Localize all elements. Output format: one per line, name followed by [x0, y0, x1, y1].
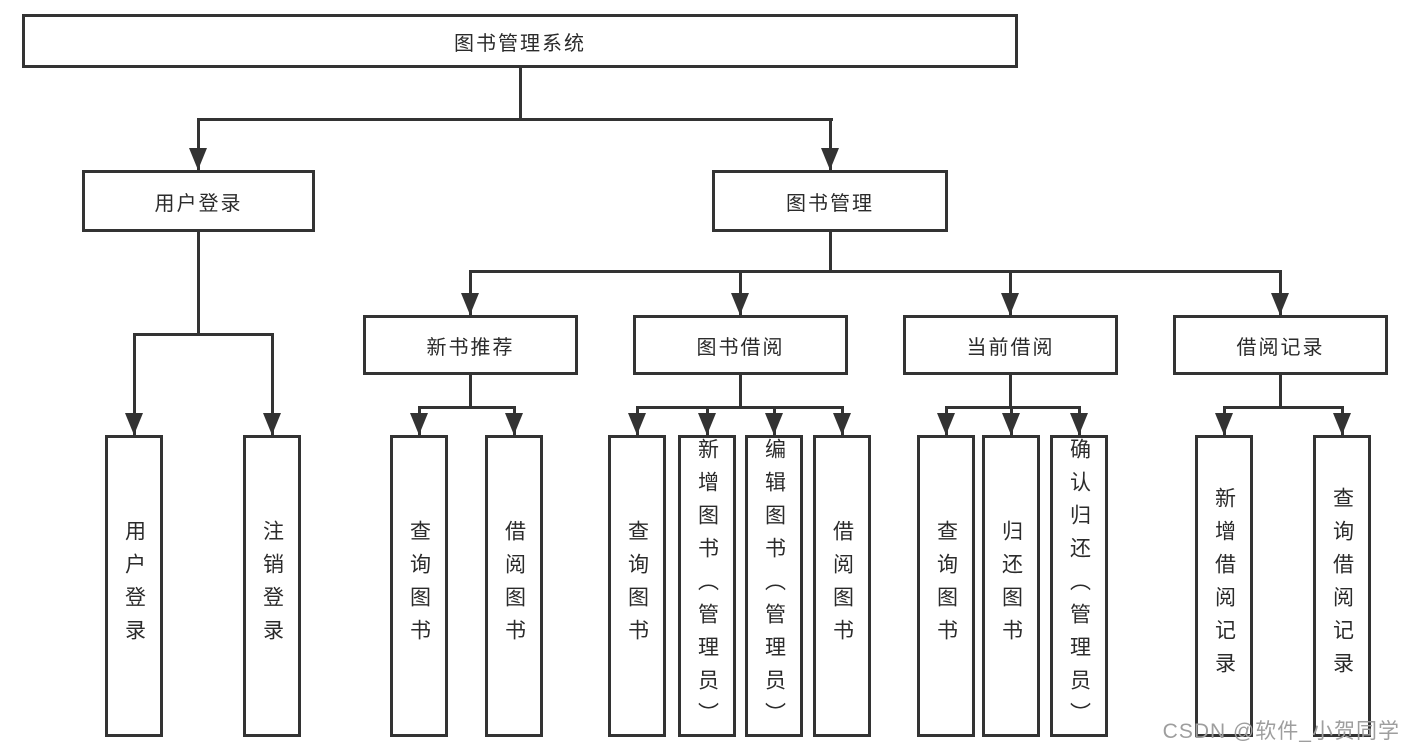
connector-user-stem — [197, 232, 200, 336]
node-library-system: 图书管理系统 — [22, 14, 1018, 68]
csdn-watermark: CSDN @软件_小贺同学 — [1162, 720, 1400, 743]
node-label: 查询图书 — [625, 520, 649, 652]
node-label: 新增图书（管理员） — [695, 438, 719, 735]
connector-user-rail — [133, 333, 274, 336]
arrow-down-icon — [765, 413, 783, 435]
node-label: 借阅图书 — [502, 520, 526, 652]
arrow-down-icon — [1070, 413, 1088, 435]
connector-stem — [469, 375, 472, 409]
connector-rail — [418, 406, 516, 409]
connector-rail — [636, 406, 844, 409]
node-new-book-recommend: 新书推荐 — [363, 315, 578, 375]
connector-stem — [1279, 375, 1282, 409]
connector-rail — [945, 406, 1081, 409]
leaf-query-books: 查询图书 — [390, 435, 448, 737]
connector-drop-book-management — [829, 118, 832, 170]
arrow-down-icon — [1271, 293, 1289, 315]
connector-drop-book-borrow — [739, 270, 742, 315]
connector-drop-current-borrow — [1009, 270, 1012, 315]
arrow-down-icon — [821, 148, 839, 170]
connector-drop-borrow-records — [1279, 270, 1282, 315]
node-label: 图书借阅 — [696, 336, 785, 359]
leaf-edit-books-admin: 编辑图书（管理员） — [745, 435, 803, 737]
leaf-borrow-books: 借阅图书 — [485, 435, 543, 737]
node-label: 注销登录 — [260, 520, 284, 652]
node-book-borrow: 图书借阅 — [633, 315, 848, 375]
arrow-down-icon — [1002, 413, 1020, 435]
connector-stem — [1009, 375, 1012, 409]
arrow-down-icon — [1333, 413, 1351, 435]
node-current-borrow: 当前借阅 — [903, 315, 1118, 375]
leaf-confirm-return-admin: 确认归还（管理员） — [1050, 435, 1108, 737]
leaf-logout: 注销登录 — [243, 435, 301, 737]
leaf-query-borrow-record: 查询借阅记录 — [1313, 435, 1371, 737]
leaf-query-books: 查询图书 — [608, 435, 666, 737]
arrow-down-icon — [505, 413, 523, 435]
node-label: 编辑图书（管理员） — [762, 438, 786, 735]
node-label: 归还图书 — [999, 520, 1023, 652]
connector-mgmt-rail — [469, 270, 1282, 273]
leaf-add-borrow-record: 新增借阅记录 — [1195, 435, 1253, 737]
connector-root-stem — [519, 68, 522, 121]
connector-drop-login-leaf — [133, 333, 136, 435]
node-label: 借阅记录 — [1236, 336, 1325, 359]
node-label: 图书管理系统 — [454, 32, 586, 55]
arrow-down-icon — [698, 413, 716, 435]
node-label: 查询图书 — [934, 520, 958, 652]
leaf-user-login: 用户登录 — [105, 435, 163, 737]
leaf-return-books: 归还图书 — [982, 435, 1040, 737]
arrow-down-icon — [410, 413, 428, 435]
connector-drop-logout-leaf — [271, 333, 274, 435]
node-label: 查询图书 — [407, 520, 431, 652]
leaf-borrow-books: 借阅图书 — [813, 435, 871, 737]
connector-rail — [1223, 406, 1344, 409]
connector-stem — [739, 375, 742, 409]
node-label: 确认归还（管理员） — [1067, 438, 1091, 735]
connector-mgmt-stem — [829, 232, 832, 273]
arrow-down-icon — [125, 413, 143, 435]
arrow-down-icon — [189, 148, 207, 170]
leaf-query-books: 查询图书 — [917, 435, 975, 737]
arrow-down-icon — [263, 413, 281, 435]
node-label: 当前借阅 — [966, 336, 1055, 359]
arrow-down-icon — [1215, 413, 1233, 435]
node-label: 借阅图书 — [830, 520, 854, 652]
node-borrow-records: 借阅记录 — [1173, 315, 1388, 375]
connector-root-rail — [197, 118, 833, 121]
node-label: 用户登录 — [122, 520, 146, 652]
arrow-down-icon — [1001, 293, 1019, 315]
arrow-down-icon — [731, 293, 749, 315]
connector-drop-user-login — [197, 118, 200, 170]
arrow-down-icon — [461, 293, 479, 315]
arrow-down-icon — [628, 413, 646, 435]
node-label: 图书管理 — [786, 192, 874, 215]
node-book-management: 图书管理 — [712, 170, 948, 232]
node-label: 查询借阅记录 — [1330, 487, 1354, 685]
arrow-down-icon — [937, 413, 955, 435]
connector-drop-new-book — [469, 270, 472, 315]
leaf-add-books-admin: 新增图书（管理员） — [678, 435, 736, 737]
arrow-down-icon — [833, 413, 851, 435]
node-label: 新书推荐 — [426, 336, 515, 359]
node-label: 用户登录 — [154, 192, 243, 215]
node-user-login: 用户登录 — [82, 170, 315, 232]
node-label: 新增借阅记录 — [1212, 487, 1236, 685]
